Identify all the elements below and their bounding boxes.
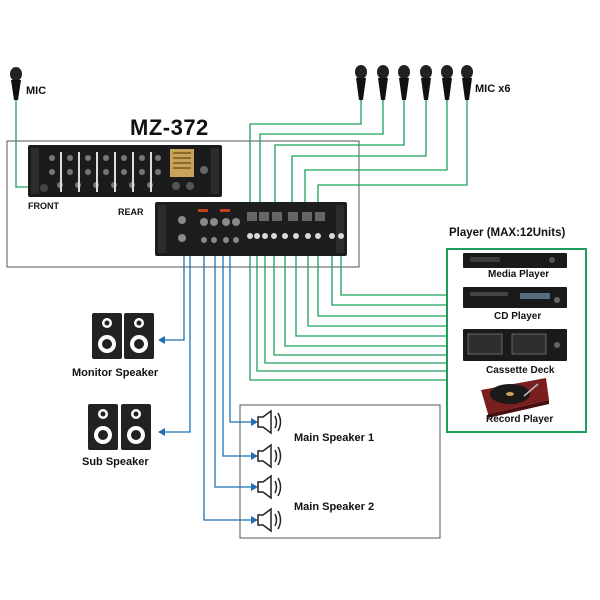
main-speaker-2-label: Main Speaker 2 <box>294 501 375 513</box>
mic-group-icons <box>355 65 473 100</box>
mic-label: MIC <box>26 85 47 97</box>
main-speaker-1-label: Main Speaker 1 <box>294 432 375 444</box>
monitor-speaker-icon <box>92 313 154 359</box>
mic-lines <box>15 100 468 210</box>
cd-player-label: CD Player <box>494 311 542 322</box>
cassette-deck-label: Cassette Deck <box>486 365 555 376</box>
monitor-speaker-label: Monitor Speaker <box>72 367 159 379</box>
cd-player-icon <box>463 287 567 308</box>
player-frame <box>446 248 587 433</box>
sub-speaker-icon <box>88 404 151 450</box>
player-group-title: Player (MAX:12Units) <box>449 227 566 239</box>
device-frame <box>6 140 360 268</box>
main-speaker-1a-icon <box>257 409 282 435</box>
record-player-icon <box>481 378 549 418</box>
media-player-label: Media Player <box>488 269 550 280</box>
record-player-label: Record Player <box>486 414 554 425</box>
main-speaker-2a-icon <box>257 474 282 500</box>
main-speaker-frame <box>239 404 441 539</box>
main-speaker-2b-icon <box>257 507 282 533</box>
mic-group-label: MIC x6 <box>475 83 511 95</box>
sub-speaker-label: Sub Speaker <box>82 456 149 468</box>
front-label: FRONT <box>28 201 59 211</box>
speaker-lines <box>160 237 256 521</box>
player-lines <box>249 235 447 381</box>
mixer-front-image <box>28 145 222 197</box>
rear-label: REAR <box>118 207 144 217</box>
main-speaker-1b-icon <box>257 443 282 469</box>
media-player-icon <box>463 253 567 268</box>
mixer-rear-image <box>155 202 347 256</box>
cassette-deck-icon <box>463 329 567 361</box>
device-model-title: MZ-372 <box>130 115 209 140</box>
mic-icon <box>10 67 22 100</box>
